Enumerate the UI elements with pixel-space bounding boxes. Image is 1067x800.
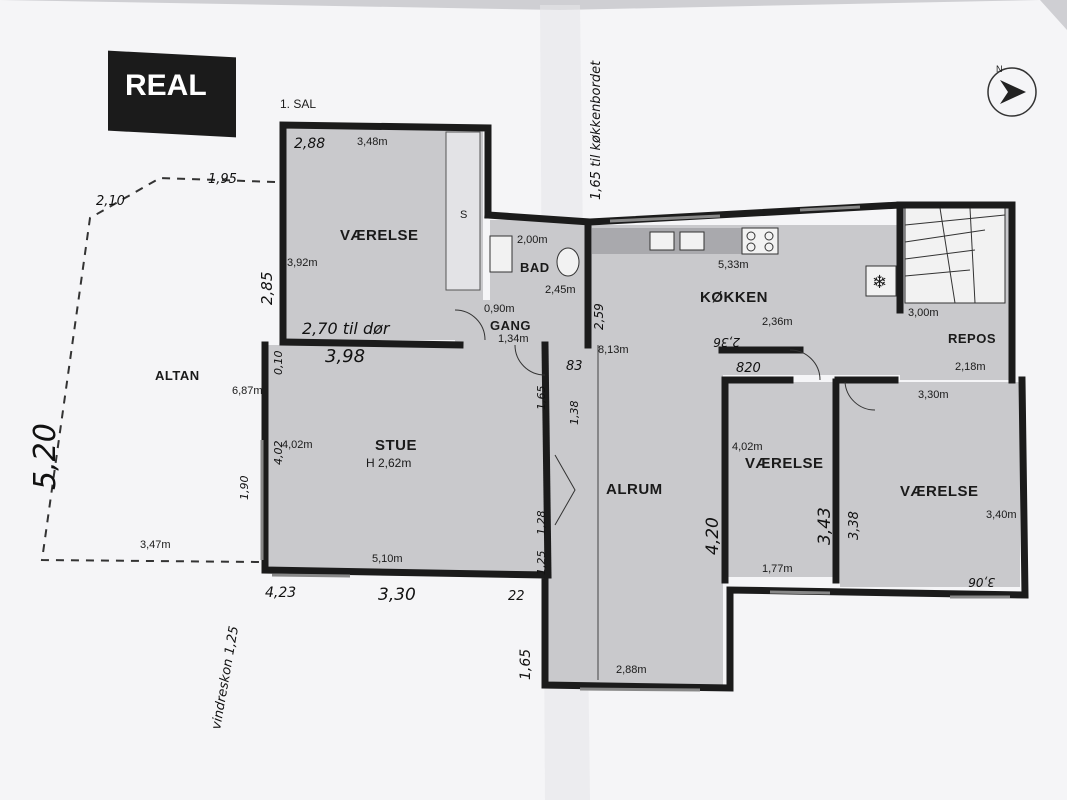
handwritten-note: 2,10 bbox=[96, 194, 125, 209]
dim-label: 8,13m bbox=[598, 344, 629, 356]
handwritten-note: 3,06 bbox=[968, 575, 995, 589]
dim-label: 3,48m bbox=[357, 136, 388, 148]
handwritten-note: 4,02 bbox=[272, 441, 285, 466]
floor-title: 1. SAL bbox=[280, 97, 316, 111]
door-swing bbox=[554, 454, 576, 526]
fridge-icon bbox=[865, 265, 897, 297]
room-label-vaerelse-right: VÆRELSE bbox=[900, 483, 979, 500]
burner-icon bbox=[746, 231, 756, 241]
handwritten-note: 83 bbox=[566, 359, 583, 374]
burner-icon bbox=[764, 231, 774, 241]
dim-label: 1,77m bbox=[762, 563, 793, 575]
dim-label: 0,90m bbox=[484, 303, 515, 315]
altan-outline bbox=[40, 176, 276, 563]
handwritten-note: 1,25 bbox=[535, 551, 548, 576]
handwritten-note: 2,36 bbox=[713, 335, 740, 349]
dim-label: 4,02m bbox=[732, 441, 763, 453]
closet-label: S bbox=[460, 209, 467, 221]
room-stue bbox=[265, 345, 545, 573]
toilet-icon bbox=[556, 247, 580, 277]
dim-label: 2,18m bbox=[955, 361, 986, 373]
handwritten-note: 820 bbox=[736, 361, 761, 376]
dim-label: 2,45m bbox=[545, 284, 576, 296]
handwritten-note: 2,70 til dør bbox=[302, 319, 391, 338]
door-swing bbox=[789, 349, 821, 381]
walls bbox=[261, 121, 1029, 692]
dim-label: 2,88m bbox=[616, 664, 647, 676]
real-logo-text: REAL bbox=[125, 69, 207, 102]
handwritten-note: 1,38 bbox=[568, 401, 581, 426]
dim-label: 3,00m bbox=[908, 307, 939, 319]
staircase bbox=[904, 207, 1006, 304]
room-label-repos: REPOS bbox=[948, 331, 996, 346]
room-label-stue: STUE bbox=[375, 437, 417, 454]
handwritten-note: 3,30 bbox=[378, 585, 416, 605]
closet bbox=[445, 131, 481, 291]
dim-label: 3,47m bbox=[140, 539, 171, 551]
compass-icon bbox=[987, 67, 1037, 117]
compass-north-label: N bbox=[996, 64, 1003, 74]
dim-label: 3,30m bbox=[918, 389, 949, 401]
dim-label: 2,36m bbox=[762, 316, 793, 328]
dim-label: 1,34m bbox=[498, 333, 529, 345]
handwritten-note: 1,65 til køkkenbordet bbox=[589, 60, 604, 200]
dim-label: 2,00m bbox=[517, 234, 548, 246]
handwritten-note: 3,38 bbox=[847, 511, 862, 540]
handwritten-note: 3,98 bbox=[325, 346, 365, 367]
dim-label: 5,10m bbox=[372, 553, 403, 565]
handwritten-note: 1,95 bbox=[208, 172, 237, 187]
handwritten-note: 1,65 bbox=[535, 386, 548, 411]
compass-needle-icon bbox=[1000, 80, 1026, 104]
washbasin-icon bbox=[489, 235, 513, 273]
handwritten-note: 1,28 bbox=[535, 511, 548, 536]
room-label-altan: ALTAN bbox=[155, 368, 200, 383]
room-label-gang: GANG bbox=[490, 318, 531, 333]
dim-label: 6,87m bbox=[232, 385, 263, 397]
real-logo-box bbox=[108, 50, 236, 138]
room-label-bad: BAD bbox=[520, 260, 550, 275]
handwritten-note: 2,88 bbox=[294, 136, 325, 152]
dishwasher-icon bbox=[679, 231, 705, 251]
room-label-koekken: KØKKEN bbox=[700, 289, 768, 306]
dim-label: 3,92m bbox=[287, 257, 318, 269]
door-swing bbox=[514, 344, 546, 376]
dim-label: 4,02m bbox=[282, 439, 313, 451]
handwritten-note: 0,10 bbox=[272, 351, 285, 376]
snowflake-icon: ❄ bbox=[872, 272, 887, 292]
handwritten-note: 22 bbox=[508, 589, 525, 604]
room-alrum bbox=[548, 340, 723, 685]
room-label-alrum: ALRUM bbox=[606, 481, 663, 498]
door-swing bbox=[844, 381, 876, 411]
burner-icon bbox=[746, 242, 756, 252]
handwritten-note: 3,43 bbox=[815, 507, 835, 545]
handwritten-note: 1,90 bbox=[238, 476, 251, 501]
room-vaerelse-mid bbox=[728, 382, 836, 577]
handwritten-note: 2,85 bbox=[258, 272, 276, 305]
room-label-vaerelse-top: VÆRELSE bbox=[340, 227, 419, 244]
room-vaerelse-right bbox=[840, 382, 1020, 587]
windows bbox=[260, 205, 1010, 692]
burner-icon bbox=[764, 242, 774, 252]
handwritten-note: 2,59 bbox=[592, 303, 606, 330]
handwritten-note: 5,20 bbox=[28, 423, 63, 490]
dim-label: 5,33m bbox=[718, 259, 749, 271]
handwritten-note: 4,23 bbox=[265, 585, 296, 601]
door-swing bbox=[454, 309, 486, 341]
stove-icon bbox=[741, 227, 779, 255]
handwritten-note: 4,20 bbox=[703, 517, 723, 555]
room-label-stue-height: H 2,62m bbox=[366, 456, 411, 470]
room-label-vaerelse-mid: VÆRELSE bbox=[745, 455, 824, 472]
dim-label: 3,40m bbox=[986, 509, 1017, 521]
handwritten-note: 1,65 bbox=[518, 649, 534, 680]
sink-icon bbox=[649, 231, 675, 251]
